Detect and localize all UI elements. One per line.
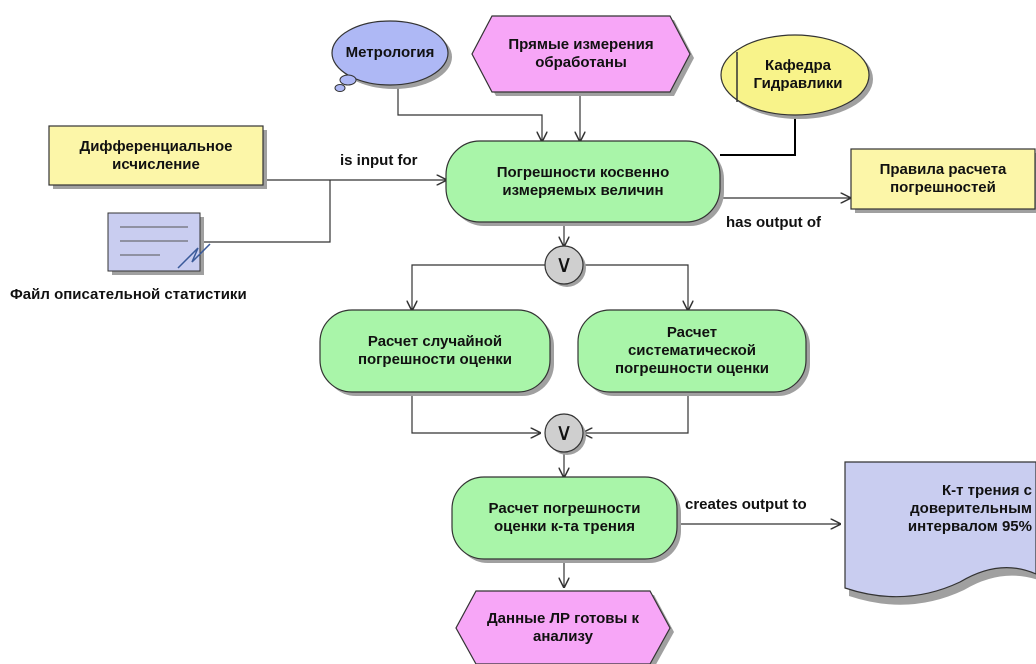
edge-label-has-output-of: has output of <box>726 214 821 231</box>
split-or-connector[interactable] <box>544 245 586 287</box>
edge-metrology-to-indirect <box>397 85 542 141</box>
edge-statsfile-to-indirect <box>204 180 331 243</box>
indirect-errors-function[interactable] <box>445 140 724 226</box>
data-ready-event[interactable] <box>455 590 674 664</box>
edge-label-is-input-for: is input for <box>340 152 418 169</box>
random-error-function[interactable] <box>319 309 554 396</box>
edge-label-creates-output-to: creates output to <box>685 496 807 513</box>
department-org-unit[interactable] <box>720 34 873 119</box>
statistics-file-label: Файл описательной статистики <box>10 286 247 303</box>
join-or-connector[interactable] <box>544 413 586 455</box>
edge-split-to-random <box>412 264 545 310</box>
metrology-cloud-node[interactable] <box>331 20 452 92</box>
edge-random-to-join <box>411 392 540 433</box>
systematic-error-function[interactable] <box>577 309 810 396</box>
edge-department-to-indirect <box>720 106 796 156</box>
friction-error-function[interactable] <box>451 476 681 563</box>
friction-coefficient-document[interactable] <box>844 461 1036 605</box>
differential-calculus-info[interactable] <box>48 125 267 189</box>
edge-split-to-systematic <box>583 264 688 310</box>
direct-measurements-event[interactable] <box>471 15 694 96</box>
error-rules-info[interactable] <box>850 148 1036 213</box>
edge-systematic-to-join <box>583 392 689 433</box>
statistics-file-document[interactable] <box>107 212 211 275</box>
